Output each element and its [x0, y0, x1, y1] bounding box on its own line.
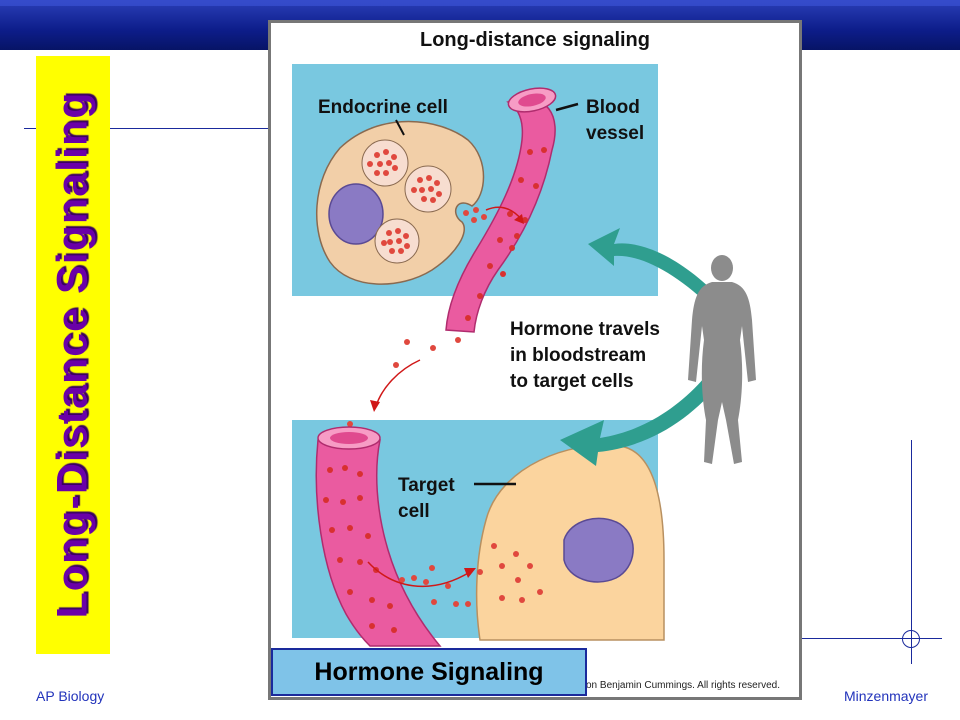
- nucleus: [328, 183, 384, 245]
- hormone-particles: [332, 337, 461, 445]
- label-target-line1: Target: [398, 475, 455, 496]
- copyright-text: on Benjamin Cummings. All rights reserve…: [586, 680, 780, 691]
- target-cell: [475, 444, 665, 641]
- header-highlight: [0, 0, 960, 6]
- label-blood-vessel-line1: Blood: [586, 97, 640, 118]
- teal-arrow-icon: [560, 358, 730, 466]
- blood-vessel-bottom: [315, 426, 442, 647]
- label-target-line2: cell: [398, 501, 430, 522]
- label-hormone-travels-line1: Hormone travels: [510, 319, 660, 340]
- footer-course: AP Biology: [36, 688, 105, 704]
- label-hormone-travels-line2: in bloodstream: [510, 345, 647, 366]
- decor-line-top: [24, 128, 274, 129]
- human-silhouette-icon: [688, 255, 756, 464]
- footer-author: Minzenmayer: [843, 688, 928, 704]
- label-blood-vessel-line2: vessel: [586, 123, 645, 144]
- side-title-background: [36, 56, 110, 654]
- label-hormone-travels-line3: to target cells: [510, 371, 634, 392]
- vesicle: [361, 139, 409, 187]
- endocrine-cell: [315, 120, 487, 285]
- crosshair-icon: [902, 630, 920, 648]
- figure-caption: Hormone Signaling: [271, 648, 587, 696]
- blood-vessel-top: [445, 87, 557, 333]
- decor-line-vertical: [911, 440, 912, 664]
- decor-line-bottom: [800, 638, 942, 639]
- hormone-particles-target: [399, 543, 543, 607]
- teal-arrow-icon: [588, 228, 722, 312]
- label-endocrine-cell: Endocrine cell: [318, 97, 448, 118]
- figure-title: Long-distance signaling: [419, 29, 650, 51]
